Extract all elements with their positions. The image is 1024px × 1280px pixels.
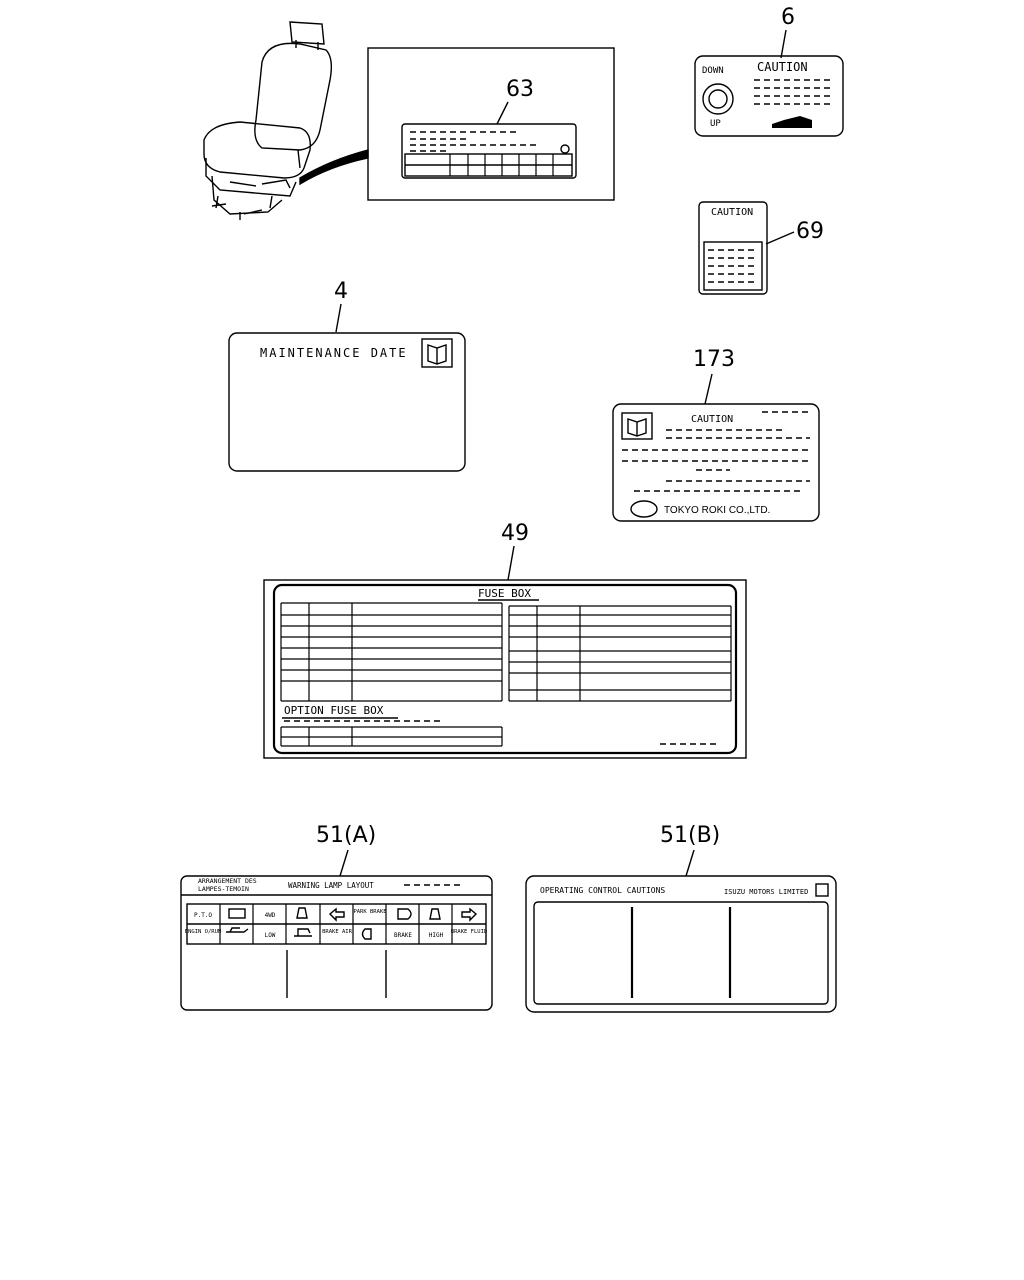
label-6-up: UP [710,119,721,129]
book-icon [815,883,829,897]
lamp-brake-fluid: BRAKE FLUID [451,929,487,935]
foglamp-icon [361,928,372,940]
label-4: MAINTENANCE DATE [228,332,466,472]
lamp-engine-overrun: ENGIN O/RUN [185,929,221,935]
lamp-4wd: 4WD [265,912,276,919]
seatbelt-icon [429,908,441,920]
label-51a-fr-title-1: ARRANGEMENT DES [198,877,257,885]
label-51b-maker: ISUZU MOTORS LIMITED [724,888,808,896]
part-number-49: 49 [501,521,529,546]
label-63-plate [401,123,577,179]
book-icon [421,338,453,368]
label-173-maker: TOKYO ROKI CO.,LTD. [664,505,770,516]
label-49-title: FUSE BOX [478,587,531,600]
part-number-4: 4 [334,279,348,304]
label-69: CAUTION [698,201,768,295]
label-6: CAUTION DOWN UP [694,55,844,137]
seat-illustration [203,21,369,220]
label-4-title: MAINTENANCE DATE [260,346,408,360]
label-173: CAUTION TOKYO ROKI CO.,LTD. [612,403,820,522]
battery-icon [228,908,246,919]
part-number-173: 173 [693,347,735,372]
label-51a-fr-title-2: LAMPES-TEMOIN [198,885,249,893]
label-6-down: DOWN [702,66,724,76]
filter-icon [296,907,308,919]
headlamp-icon [397,908,412,920]
label-51a-title: WARNING LAMP LAYOUT [288,881,374,890]
label-49: FUSE BOX [263,579,747,759]
book-icon [621,412,653,440]
label-63-frame [367,47,615,201]
maker-logo-icon [630,500,658,518]
lamp-high: HIGH [429,932,444,939]
lever-icon [702,83,734,115]
arrow-left-icon [328,907,345,922]
label-69-caution: CAUTION [711,207,753,218]
arrow-right-icon [461,907,478,922]
label-173-caution: CAUTION [691,414,733,425]
part-number-69: 69 [796,219,824,244]
part-number-63: 63 [506,77,534,102]
lamp-pto: P.T.O [194,912,212,919]
lamp-park-brake: PARK BRAKE [353,909,386,915]
lamp-low: LOW [265,932,276,939]
lamp-brake-air: BRAKE AIR [322,929,352,935]
part-number-51b: 51(B) [660,823,720,848]
oil-can-icon [226,927,249,933]
part-number-51a: 51(A) [316,823,376,848]
label-51b-title: OPERATING CONTROL CAUTIONS [540,886,665,895]
label-49-option: OPTION FUSE BOX [284,704,384,717]
coolant-icon [294,928,312,937]
label-51a: ARRANGEMENT DES LAMPES-TEMOIN WARNING LA… [180,875,493,1011]
lamp-brake: BRAKE [394,932,412,939]
part-number-6: 6 [781,5,795,30]
label-51b: OPERATING CONTROL CAUTIONS ISUZU MOTORS … [525,875,837,1013]
label-6-caution: CAUTION [757,60,808,74]
